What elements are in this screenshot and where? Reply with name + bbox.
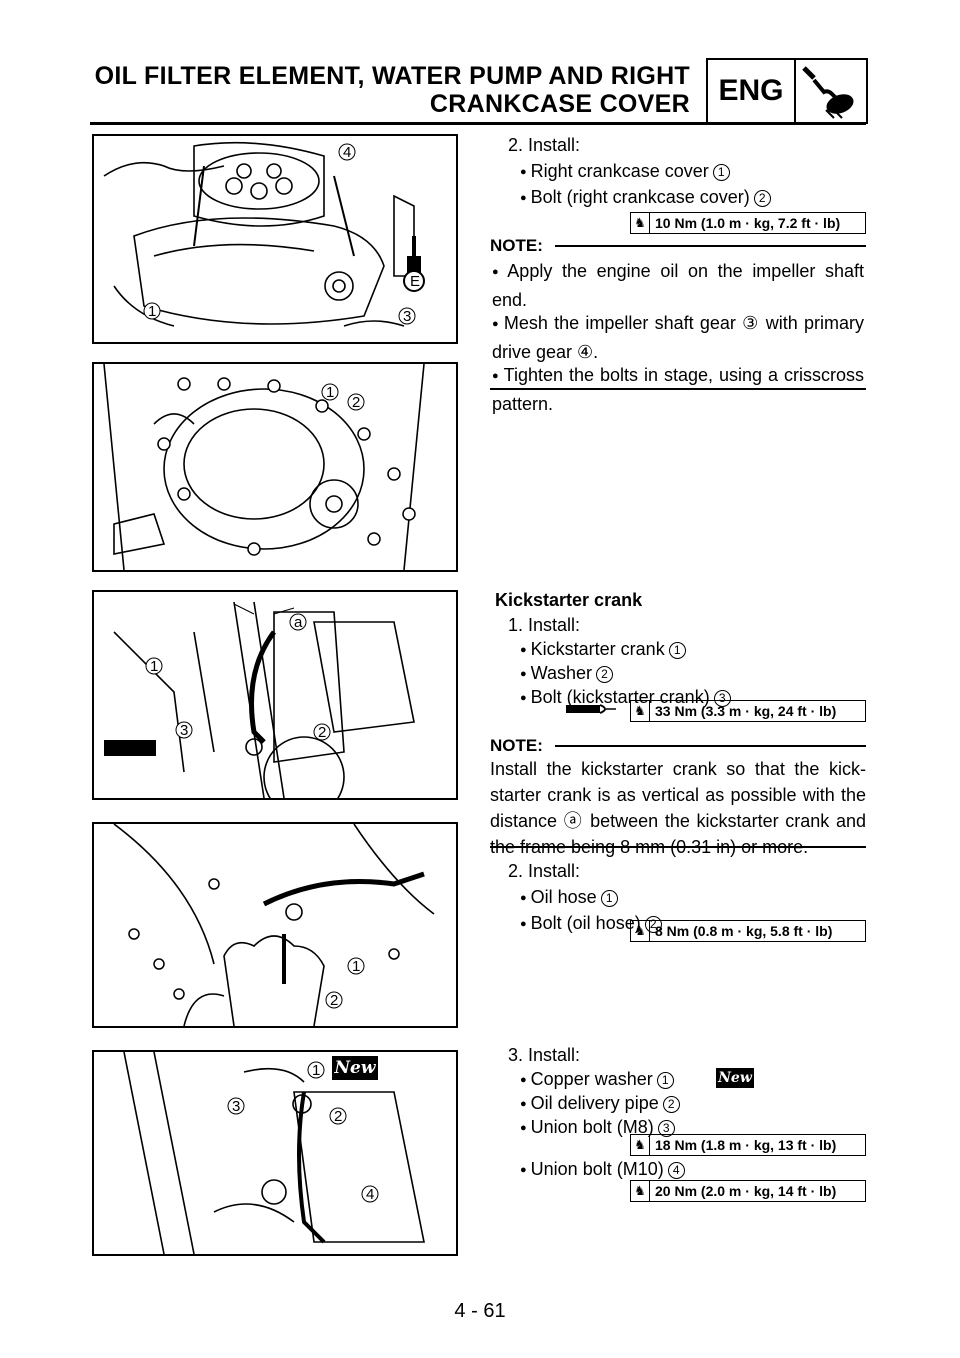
new-badge-figure: New — [332, 1056, 378, 1080]
step-1-install: 1. Install: — [508, 615, 581, 635]
note-rule — [555, 245, 866, 247]
torque-wrench-icon: ♞ — [631, 1135, 650, 1155]
locking-agent-icon — [566, 702, 616, 716]
svg-text:2: 2 — [318, 724, 326, 741]
figure-kickstarter-crank: a 1 2 3 — [92, 590, 458, 800]
svg-text:1: 1 — [148, 303, 156, 320]
torque-spec-union-bolt-m8: ♞18 Nm (1.8 m · kg, 13 ft · lb) — [630, 1134, 866, 1156]
page-title-line-2: CRANKCASE COVER — [429, 90, 690, 118]
step-2-install: 2. Install: — [508, 135, 581, 155]
note-mesh-gear: Mesh the impeller shaft gear ③ with prim… — [492, 310, 864, 365]
page-number: 4 - 61 — [454, 1300, 506, 1322]
torque-wrench-icon: ♞ — [631, 701, 650, 721]
torque-spec-cover-bolt: ♞10 Nm (1.0 m · kg, 7.2 ft · lb) — [630, 212, 866, 234]
header-rule — [90, 122, 866, 125]
step-3-install: 3. Install: — [508, 1045, 581, 1065]
svg-text:3: 3 — [403, 308, 411, 325]
svg-text:2: 2 — [352, 394, 360, 411]
svg-text:4: 4 — [343, 144, 351, 161]
heading-kickstarter-crank: Kickstarter crank — [495, 590, 643, 610]
figure-crankcase-cover-bolts: 1 2 — [92, 362, 458, 572]
torque-spec-kickstarter-bolt: ♞33 Nm (3.3 m · kg, 24 ft · lb) — [630, 700, 866, 722]
torque-wrench-icon: ♞ — [631, 213, 650, 233]
svg-text:3: 3 — [180, 722, 188, 739]
note-label: NOTE: — [490, 236, 543, 255]
note-label-kickstarter: NOTE: — [490, 736, 543, 755]
section-label: ENG — [718, 74, 784, 107]
note-rule-kickstarter — [555, 745, 866, 747]
note-end-rule-kickstarter — [490, 846, 866, 848]
note-crisscross: Tighten the bolts in stage, using a cris… — [492, 362, 864, 417]
svg-text:4: 4 — [366, 1186, 374, 1203]
svg-text:a: a — [294, 614, 303, 631]
item-union-bolt-m10: Union bolt (M10)4 — [520, 1158, 685, 1183]
torque-spec-union-bolt-m10: ♞20 Nm (2.0 m · kg, 14 ft · lb) — [630, 1180, 866, 1202]
item-union-bolt-m8: Union bolt (M8)3 — [520, 1116, 675, 1141]
item-bolt-right-crankcase-cover: Bolt (right crankcase cover)2 — [520, 186, 771, 211]
figure-oil-delivery-pipe: 1 2 3 4 New — [92, 1050, 458, 1256]
svg-text:1: 1 — [150, 658, 158, 675]
figure-oil-hose: 1 2 — [92, 822, 458, 1028]
svg-text:2: 2 — [334, 1108, 342, 1125]
svg-text:1: 1 — [352, 958, 360, 975]
svg-text:E: E — [410, 273, 420, 290]
torque-wrench-icon: ♞ — [631, 1181, 650, 1201]
figure-crankcase-cover-install: E 1 3 4 — [92, 134, 458, 344]
torque-wrench-icon: ♞ — [631, 921, 650, 941]
svg-text:1: 1 — [326, 384, 334, 401]
note-engine-oil: Apply the engine oil on the impeller sha… — [492, 258, 864, 313]
note-kickstarter-distance: Install the kickstarter crank so that th… — [490, 759, 866, 857]
new-badge-copper-washer: New — [716, 1068, 754, 1088]
step-2-install-oil-hose: 2. Install: — [508, 861, 581, 881]
item-bolt-kickstarter-crank: Bolt (kickstarter crank)3 — [520, 686, 731, 711]
svg-text:1: 1 — [312, 1062, 320, 1079]
page-title-line-1: OIL FILTER ELEMENT, WATER PUMP AND RIGHT — [94, 62, 690, 90]
torque-spec-oil-hose-bolt: ♞8 Nm (0.8 m · kg, 5.8 ft · lb) — [630, 920, 866, 942]
svg-text:3: 3 — [232, 1098, 240, 1115]
item-bolt-oil-hose: Bolt (oil hose)2 — [520, 912, 662, 937]
svg-text:2: 2 — [330, 992, 338, 1009]
engine-wrench-icon — [796, 60, 866, 122]
note-end-rule — [490, 388, 866, 390]
section-tab: ENG — [706, 58, 868, 124]
